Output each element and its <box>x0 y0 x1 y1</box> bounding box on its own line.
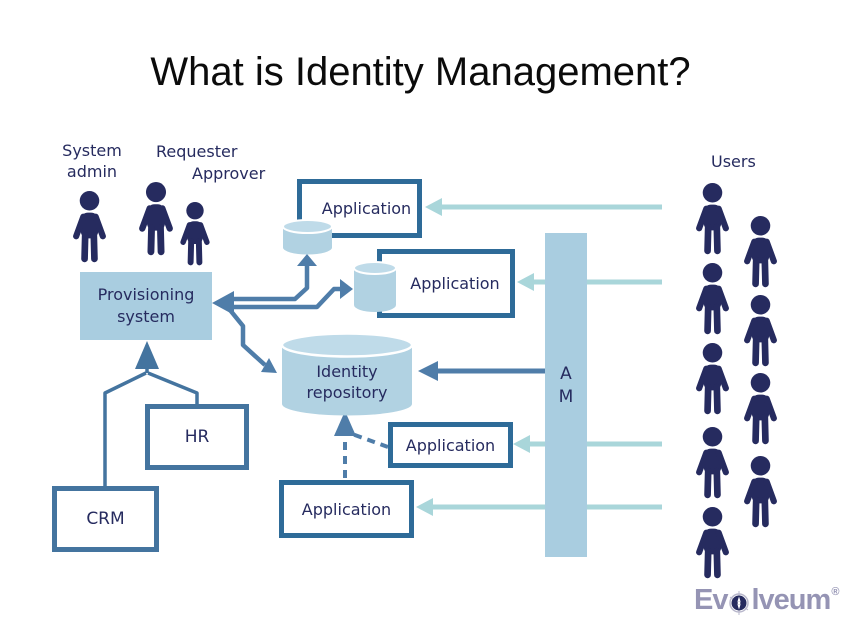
dashed-sync-lines <box>343 432 389 478</box>
compass-icon <box>729 590 750 615</box>
user-icon <box>743 295 778 367</box>
access-management-bar: A M <box>545 233 587 557</box>
application-box-4: Application <box>279 480 414 538</box>
arrowhead-app2 <box>517 273 534 291</box>
user-icon <box>695 183 730 255</box>
crm-box: CRM <box>52 486 159 552</box>
app1-database-icon <box>282 219 333 255</box>
provisioning-system-box: Provisioning system <box>80 272 212 340</box>
access-management-label: A M <box>558 364 574 407</box>
user-icon <box>695 263 730 335</box>
arrowhead-app1 <box>425 198 442 216</box>
user-icon <box>743 373 778 445</box>
approver-icon <box>179 202 211 266</box>
requester-label: Requester <box>156 142 238 161</box>
arrowhead-app4 <box>416 498 433 516</box>
identity-repository-cylinder <box>281 333 413 416</box>
identity-repository-label: Identity repository <box>306 362 388 402</box>
requester-icon <box>137 182 175 256</box>
evolveum-logo: Ev lveum ® <box>694 584 839 617</box>
arrowhead-to-app2-db <box>340 279 353 299</box>
app2-database-icon <box>353 261 397 312</box>
user-icon <box>743 216 778 288</box>
application-label-1: Application <box>321 199 412 218</box>
provisioning-connectors <box>228 265 341 367</box>
user-icon <box>695 427 730 499</box>
user-icon <box>695 343 730 415</box>
arrowhead-to-repository <box>261 358 277 373</box>
user-icon <box>695 507 730 579</box>
am-to-repository-arrow <box>418 361 546 381</box>
crm-label: CRM <box>86 509 125 529</box>
hr-box: HR <box>145 404 249 470</box>
system-admin-label: System admin <box>62 141 122 181</box>
arrowhead-dashed-into-repository <box>334 411 356 436</box>
application-box-2: Application <box>377 249 515 318</box>
application-label-4: Application <box>301 499 392 519</box>
page-title: What is Identity Management? <box>150 50 691 94</box>
arrowhead-to-app1-db <box>297 254 317 266</box>
registered-trademark: ® <box>831 585 839 598</box>
approver-label: Approver <box>192 164 266 183</box>
arrowhead-app3 <box>513 435 530 453</box>
application-box-3: Application <box>388 422 513 468</box>
arrowhead-into-provisioning <box>212 291 234 315</box>
user-icon <box>743 456 778 528</box>
application-label-3: Application <box>405 435 496 455</box>
users-label: Users <box>711 152 756 171</box>
application-label-2: Application <box>410 274 500 293</box>
system-admin-icon <box>72 191 107 263</box>
logo-text-prefix: Ev <box>694 584 728 616</box>
hr-label: HR <box>184 427 210 447</box>
logo-text-suffix: lveum <box>751 584 831 616</box>
provisioning-system-label: Provisioning system <box>97 285 195 326</box>
arrowhead-into-provisioning-bottom <box>135 341 159 369</box>
